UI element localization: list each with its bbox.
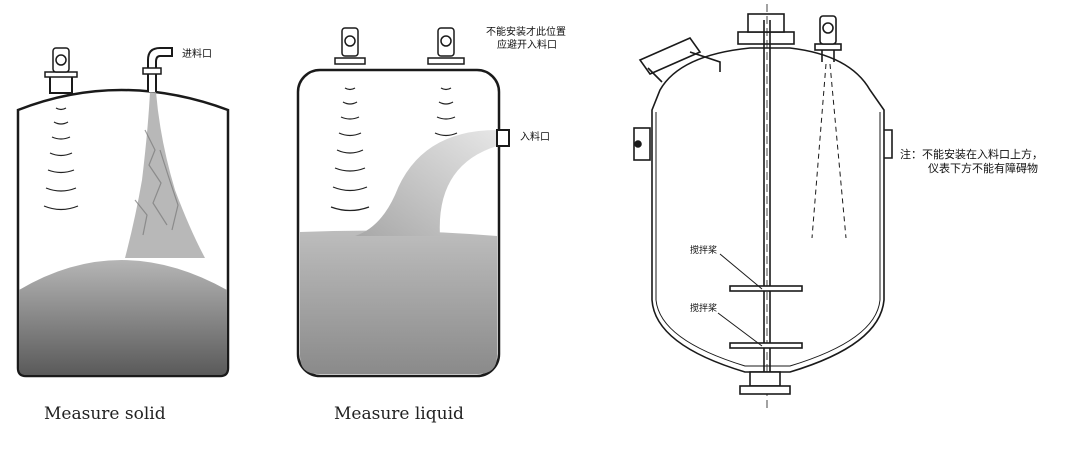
solid-inlet-pipe <box>147 47 173 92</box>
liquid-radar-signal-right <box>434 87 458 137</box>
reactor-radar-sensor <box>819 15 837 45</box>
reactor-shell <box>651 47 885 373</box>
solid-radar-sensor <box>52 47 70 73</box>
liquid-inlet-pipe <box>496 129 510 147</box>
reactor-side-nozzle-right <box>884 129 893 159</box>
reactor-manhole <box>638 37 702 75</box>
reactor-shaft <box>763 20 771 380</box>
solid-falling-stream <box>125 92 205 258</box>
reactor-vessel <box>633 4 893 410</box>
liquid-radar-signal-left <box>330 87 370 212</box>
solid-caption: Measure solid <box>44 404 166 424</box>
liquid-note-line2: 应避开入料口 <box>497 40 557 51</box>
liquid-fill <box>300 230 497 374</box>
agitator-label-upper: 搅拌桨 <box>690 246 718 256</box>
agitator-blade-lower <box>729 342 803 349</box>
liquid-note-line1: 不能安装才此位置 <box>486 27 566 38</box>
reactor-side-nozzle-left <box>633 127 651 161</box>
liquid-tank <box>296 27 510 378</box>
solid-radar-signal <box>43 107 79 211</box>
liquid-inlet-label: 入料口 <box>520 132 550 143</box>
liquid-sensor-left <box>341 27 359 57</box>
agitator-blade-upper <box>729 285 803 292</box>
reactor-top-flange <box>737 31 795 45</box>
reactor-radar-beam <box>811 63 847 239</box>
solid-silo <box>16 47 230 378</box>
liquid-caption: Measure liquid <box>334 404 464 424</box>
liquid-sensor-right <box>437 27 455 57</box>
solid-inlet-label: 进料口 <box>182 49 212 60</box>
reactor-bottom-outlet <box>749 371 781 387</box>
solid-material-pile <box>19 260 227 375</box>
agitator-label-lower: 搅拌桨 <box>690 304 718 314</box>
liquid-inflow-stream <box>355 130 497 236</box>
reactor-note-line1: 注：不能安装在入料口上方， <box>900 148 1043 161</box>
reactor-note-line2: 仪表下方不能有障碍物 <box>928 162 1038 175</box>
